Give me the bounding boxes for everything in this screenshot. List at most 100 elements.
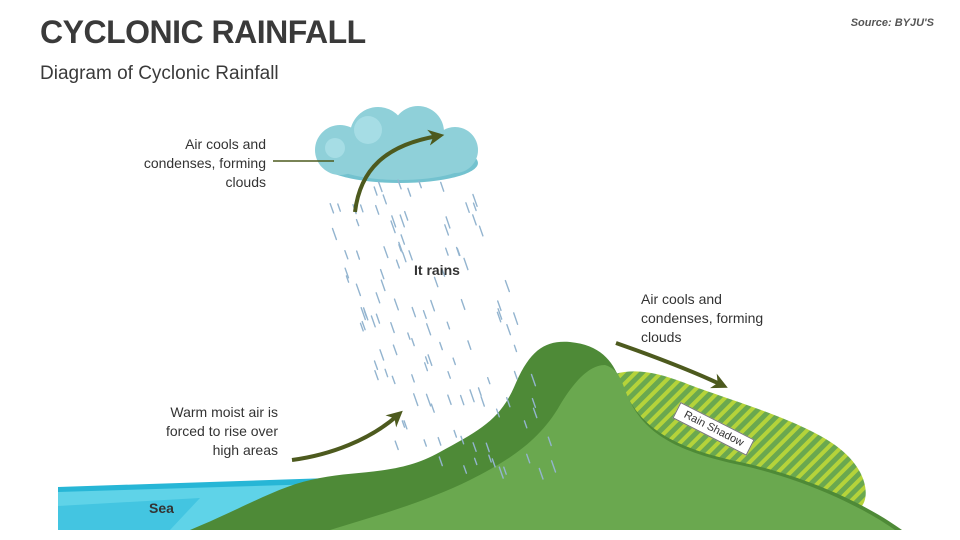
raindrop	[408, 250, 413, 261]
raindrop	[488, 454, 492, 463]
raindrop	[360, 307, 366, 321]
raindrop	[455, 246, 460, 257]
raindrop	[446, 321, 451, 330]
sea-label: Sea	[149, 500, 174, 516]
raindrop	[427, 354, 433, 367]
peak-label: Air cools and condenses, forming clouds	[641, 291, 764, 345]
raindrop	[485, 442, 490, 453]
warm-air-arrow	[291, 410, 403, 462]
raindrop	[444, 224, 450, 236]
raindrop	[380, 279, 386, 292]
raindrop	[504, 279, 510, 293]
raindrop	[530, 373, 537, 387]
raindrop	[377, 181, 383, 193]
raindrop	[426, 323, 432, 336]
raindrop	[393, 298, 399, 311]
raindrop	[361, 320, 366, 331]
raindrop	[355, 283, 362, 297]
raindrop	[445, 247, 449, 256]
raindrop	[531, 397, 537, 408]
raindrop	[447, 394, 452, 406]
raindrop	[404, 210, 409, 221]
raindrop	[375, 292, 381, 304]
raindrop	[472, 214, 477, 226]
raindrop	[424, 356, 429, 365]
raindrop	[359, 322, 364, 332]
raindrop	[465, 202, 470, 214]
raindrop	[463, 257, 469, 271]
source-credit: Source: BYJU'S	[850, 17, 934, 29]
raindrop	[370, 315, 376, 328]
mountain	[190, 341, 902, 530]
raindrop	[532, 407, 538, 419]
raindrop	[453, 429, 458, 438]
raindrop	[438, 456, 443, 467]
raindrop	[390, 220, 396, 234]
raindrop	[498, 466, 504, 479]
raindrop	[413, 393, 419, 407]
cloud-label: Air cools and condenses, forming clouds	[143, 136, 266, 190]
page-title: CYCLONIC RAINFALL	[40, 14, 366, 50]
raindrop	[523, 420, 528, 429]
raindrop	[506, 324, 512, 336]
raindrop	[473, 457, 478, 466]
it-rains-label: It rains	[414, 262, 460, 278]
raindrop	[430, 299, 436, 312]
raindrop	[331, 227, 338, 241]
raindrop	[472, 193, 478, 208]
raindrop	[503, 466, 507, 475]
raindrop	[403, 420, 408, 430]
raindrop	[391, 215, 397, 228]
raindrop	[418, 180, 422, 189]
raindrop	[375, 204, 380, 215]
raindrop	[362, 307, 369, 321]
raindrop	[383, 246, 389, 259]
raindrop	[480, 396, 485, 407]
raindrop	[391, 375, 396, 385]
raindrop	[375, 313, 381, 324]
raindrop	[394, 440, 399, 451]
raindrop	[547, 436, 552, 447]
raindrop	[411, 337, 415, 347]
raindrop	[374, 370, 379, 381]
raindrop	[506, 397, 511, 408]
raindrop	[399, 214, 405, 228]
raindrop	[497, 308, 503, 320]
rising-air-arrow-cloud	[353, 129, 445, 213]
raindrop	[467, 340, 472, 350]
raindrop	[526, 453, 531, 464]
raindrop	[513, 370, 518, 380]
raindrops-icon	[329, 179, 557, 480]
raindrop	[437, 436, 442, 446]
raindrop	[329, 202, 335, 214]
raindrop	[411, 374, 415, 383]
raindrop	[407, 332, 411, 340]
raindrop	[477, 387, 482, 397]
raindrop	[447, 371, 451, 379]
raindrop	[460, 435, 465, 445]
raindrop	[345, 275, 350, 283]
raindrop	[344, 267, 350, 279]
raindrop	[469, 389, 475, 403]
raindrop	[433, 276, 439, 288]
raindrop	[439, 341, 443, 351]
raindrop	[513, 312, 519, 325]
raindrop	[472, 202, 477, 212]
raindrop	[373, 186, 378, 196]
raindrop	[355, 218, 360, 227]
raindrop	[496, 311, 502, 323]
cloud-icon	[315, 106, 478, 183]
raindrop	[497, 300, 502, 312]
raindrop	[430, 403, 435, 413]
raindrop	[379, 268, 385, 280]
raindrop	[398, 241, 404, 254]
raindrop	[487, 377, 491, 385]
descending-air-arrow	[615, 341, 728, 389]
raindrop	[478, 225, 484, 237]
page-subtitle: Diagram of Cyclonic Rainfall	[40, 63, 279, 84]
raindrop	[344, 249, 349, 260]
raindrop	[440, 181, 445, 192]
raindrop	[397, 179, 402, 190]
raindrop	[445, 216, 451, 229]
raindrop	[550, 460, 557, 473]
